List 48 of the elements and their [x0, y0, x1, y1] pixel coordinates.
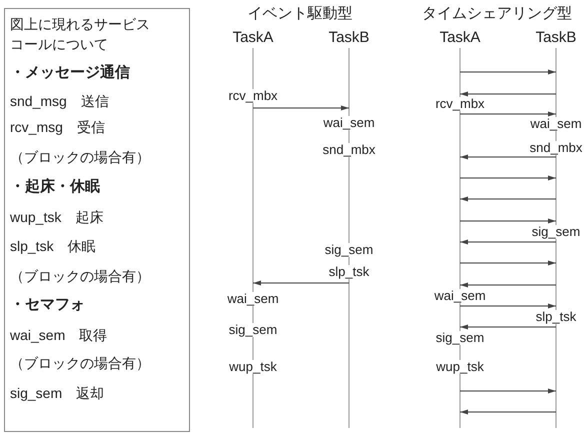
- section-heading: ・メッセージ通信: [10, 64, 130, 82]
- service-call-label: wup_tsk: [435, 360, 485, 374]
- note-text: （ブロックの場合有）: [10, 354, 150, 372]
- arrow: [460, 218, 556, 224]
- note-panel: [4, 8, 190, 432]
- service-call-label: rcv_mbx: [434, 97, 486, 111]
- heading-text: 図上に現れるサービスコールについて: [10, 15, 151, 54]
- service-call-label: sig_sem: [228, 323, 278, 337]
- arrow: [460, 70, 556, 74]
- arrow: [460, 154, 556, 160]
- arrow: [460, 92, 556, 96]
- service-call-text: wup_tsk 起床: [10, 208, 104, 226]
- service-call-label: snd_mbx: [528, 141, 584, 155]
- arrow: [460, 388, 556, 394]
- arrow: [460, 282, 556, 288]
- arrow: [460, 240, 556, 244]
- arrow: [460, 112, 556, 116]
- service-call-text: wai_sem 取得: [10, 326, 108, 344]
- service-call-text: snd_msg 送信: [10, 92, 109, 110]
- service-call-label: slp_tsk: [328, 265, 370, 279]
- section-heading: ・起床・休眠: [10, 178, 100, 196]
- arrow: [252, 106, 350, 110]
- arrow: [460, 410, 556, 414]
- note-text: （ブロックの場合有）: [10, 148, 150, 166]
- arrow: [460, 304, 556, 308]
- arrow: [460, 260, 556, 266]
- service-call-label: sig_sem: [530, 224, 582, 238]
- service-call-text: slp_tsk 休眠: [10, 237, 96, 255]
- service-call-label: sig_sem: [324, 243, 374, 257]
- service-call-label: rcv_mbx: [227, 89, 279, 103]
- service-call-label: slp_tsk: [534, 310, 578, 324]
- service-call-label: wai_sem: [226, 292, 280, 306]
- service-call-label: snd_mbx: [322, 143, 376, 157]
- arrow: [460, 324, 556, 330]
- arrow: [252, 280, 350, 286]
- service-call-label: wup_tsk: [228, 360, 278, 374]
- section-title: タイムシェアリング型: [421, 6, 573, 22]
- arrow: [460, 196, 556, 202]
- service-call-label: wai_sem: [322, 116, 376, 130]
- service-call-label: wai_sem: [433, 288, 487, 302]
- section-heading: ・セマフォ: [10, 296, 85, 314]
- section-title: イベント駆動型: [246, 6, 354, 22]
- note-text: （ブロックの場合有）: [10, 267, 150, 285]
- arrow: [460, 176, 556, 180]
- service-call-text: rcv_msg 受信: [10, 118, 105, 136]
- service-call-label: sig_sem: [434, 331, 486, 345]
- service-call-label: wai_sem: [529, 117, 583, 131]
- service-call-text: sig_sem 返却: [10, 384, 104, 402]
